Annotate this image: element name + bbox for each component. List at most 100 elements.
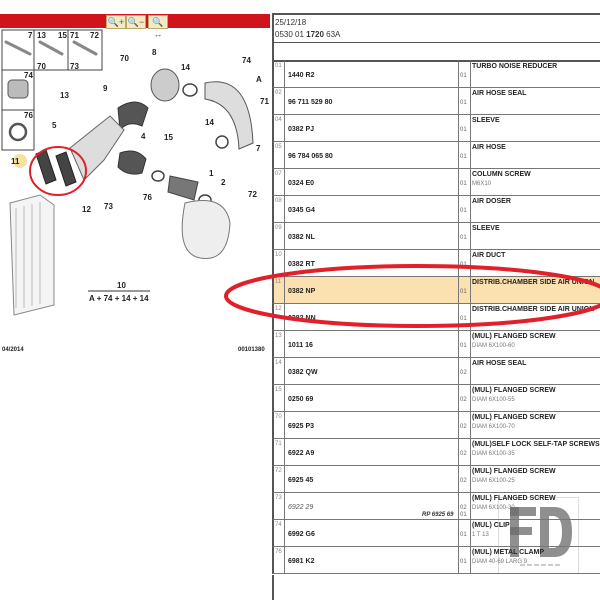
- divider: [470, 412, 471, 439]
- divider: [470, 520, 471, 547]
- divider: [284, 520, 285, 547]
- table-row[interactable]: 72 6925 45 02 (MUL) FLANGED SCREW DIAM 6…: [272, 466, 600, 493]
- table-row[interactable]: 05 96 784 065 80 01 AIR HOSE: [272, 142, 600, 169]
- divider: [470, 439, 471, 466]
- divider: [284, 196, 285, 223]
- callout-72: 72: [90, 31, 99, 40]
- part-description: SLEEVE: [472, 117, 500, 124]
- callout-70b: 70: [120, 54, 129, 63]
- quantity: 02: [460, 397, 467, 403]
- divider: [470, 547, 471, 574]
- part-description: (MUL) METAL CLAMP: [472, 549, 545, 556]
- part-description: (MUL)SELF LOCK SELF-TAP SCREWS: [472, 441, 600, 448]
- divider: [458, 358, 459, 385]
- divider: [284, 223, 285, 250]
- callout-10: 10: [117, 281, 126, 290]
- table-row[interactable]: 15 0250 69 02 (MUL) FLANGED SCREW DIAM 6…: [272, 385, 600, 412]
- ref-number: 13: [275, 333, 282, 339]
- callout-1: 1: [209, 169, 214, 178]
- divider: [458, 547, 459, 574]
- quantity: 01: [460, 316, 467, 322]
- part-spec: DIAM 6X100-30: [472, 505, 515, 511]
- quantity: 01: [460, 181, 467, 187]
- ref-number: 07: [275, 171, 282, 177]
- table-row[interactable]: 14 0382 QW 02 AIR HOSE SEAL: [272, 358, 600, 385]
- ref-number: 70: [275, 414, 282, 420]
- part-number: 0382 PJ: [288, 126, 315, 133]
- part-description: AIR DOSER: [472, 198, 511, 205]
- parts-illustration: [1, 29, 254, 316]
- divider: [284, 61, 285, 88]
- part-spec: DIAM 6X100-70: [472, 424, 515, 430]
- divider: [458, 412, 459, 439]
- part-description: (MUL) FLANGED SCREW: [472, 414, 556, 421]
- zoom-in-button[interactable]: 🔍+: [106, 15, 126, 29]
- divider: [470, 304, 471, 331]
- table-row[interactable]: 08 0345 G4 01 AIR DOSER: [272, 196, 600, 223]
- table-row[interactable]: 76 6981 K2 01 (MUL) METAL CLAMP DIAM 40-…: [272, 547, 600, 574]
- part-number: 6925 P3: [288, 423, 315, 430]
- part-number: 0324 E0: [288, 180, 315, 187]
- divider: [284, 250, 285, 277]
- part-description: (MUL) CLIP: [472, 522, 510, 529]
- quantity: 02: [460, 424, 467, 430]
- zoom-fit-button[interactable]: 🔍↔: [148, 15, 168, 39]
- divider: [470, 196, 471, 223]
- part-description: TURBO NOISE REDUCER: [472, 63, 558, 70]
- callout-15b: 15: [164, 133, 173, 142]
- divider: [470, 142, 471, 169]
- zoom-fit-icon: 🔍↔: [152, 17, 164, 39]
- table-row[interactable]: 73 6922 29 02 (MUL) FLANGED SCREW DIAM 6…: [272, 493, 600, 520]
- ref-number: 15: [275, 387, 282, 393]
- quantity: 01: [460, 154, 467, 160]
- callout-7: 7: [28, 31, 33, 40]
- part-description: AIR HOSE: [472, 144, 506, 151]
- divider: [284, 169, 285, 196]
- table-row[interactable]: 01 1440 R2 01 TURBO NOISE REDUCER: [272, 61, 600, 88]
- callout-11: 11: [11, 157, 20, 166]
- part-description: AIR HOSE SEAL: [472, 360, 527, 367]
- table-row[interactable]: 70 6925 P3 02 (MUL) FLANGED SCREW DIAM 6…: [272, 412, 600, 439]
- part-spec: DIAM 40-69 LARG 9: [472, 559, 528, 565]
- table-row[interactable]: 11 0382 NP 01 DISTRIB.CHAMBER SIDE AIR U…: [272, 277, 600, 304]
- divider: [458, 250, 459, 277]
- ref-number: 73: [275, 495, 282, 501]
- quantity: 02: [460, 478, 467, 484]
- part-number: 1440 R2: [288, 72, 315, 79]
- divider: [284, 439, 285, 466]
- zoom-out-button[interactable]: 🔍−: [126, 15, 146, 29]
- ref-number: 01: [275, 63, 282, 69]
- divider: [284, 493, 285, 520]
- quantity: 01: [460, 73, 467, 79]
- divider: [470, 250, 471, 277]
- table-row[interactable]: 13 1011 16 01 (MUL) FLANGED SCREW DIAM 6…: [272, 331, 600, 358]
- divider: [458, 223, 459, 250]
- table-row[interactable]: 71 6922 A9 02 (MUL)SELF LOCK SELF-TAP SC…: [272, 439, 600, 466]
- divider: [458, 331, 459, 358]
- divider: [458, 115, 459, 142]
- replacement-part: RP 6925 69: [422, 512, 454, 518]
- table-row[interactable]: 02 96 711 529 80 01 AIR HOSE SEAL: [272, 88, 600, 115]
- ref-number: 09: [275, 225, 282, 231]
- divider: [470, 223, 471, 250]
- table-row[interactable]: 10 0382 RT 01 AIR DUCT: [272, 250, 600, 277]
- ref-number: 08: [275, 198, 282, 204]
- callout-8: 8: [152, 48, 157, 57]
- divider: [458, 196, 459, 223]
- callout-13b: 13: [60, 91, 69, 100]
- part-number: 0382 NP: [288, 288, 316, 295]
- callout-9: 9: [103, 84, 108, 93]
- table-row[interactable]: 12 0382 NN 01 DISTRIB.CHAMBER SIDE AIR U…: [272, 304, 600, 331]
- part-description: (MUL) FLANGED SCREW: [472, 333, 556, 340]
- ref-number: 02: [275, 90, 282, 96]
- table-row[interactable]: 09 0382 NL 01 SLEEVE: [272, 223, 600, 250]
- callout-71b: 71: [260, 97, 269, 106]
- table-row[interactable]: 04 0382 PJ 01 SLEEVE: [272, 115, 600, 142]
- table-row[interactable]: 07 0324 E0 01 COLUMN SCREW M6X10: [272, 169, 600, 196]
- part-number: 0382 QW: [288, 369, 318, 376]
- table-row[interactable]: 74 6992 G6 01 (MUL) CLIP 1 T 13: [272, 520, 600, 547]
- callout-71: 71: [70, 31, 79, 40]
- ref-number: 71: [275, 441, 282, 447]
- part-description: DISTRIB.CHAMBER SIDE AIR UNION: [472, 279, 595, 286]
- part-number: 0382 NN: [288, 315, 316, 322]
